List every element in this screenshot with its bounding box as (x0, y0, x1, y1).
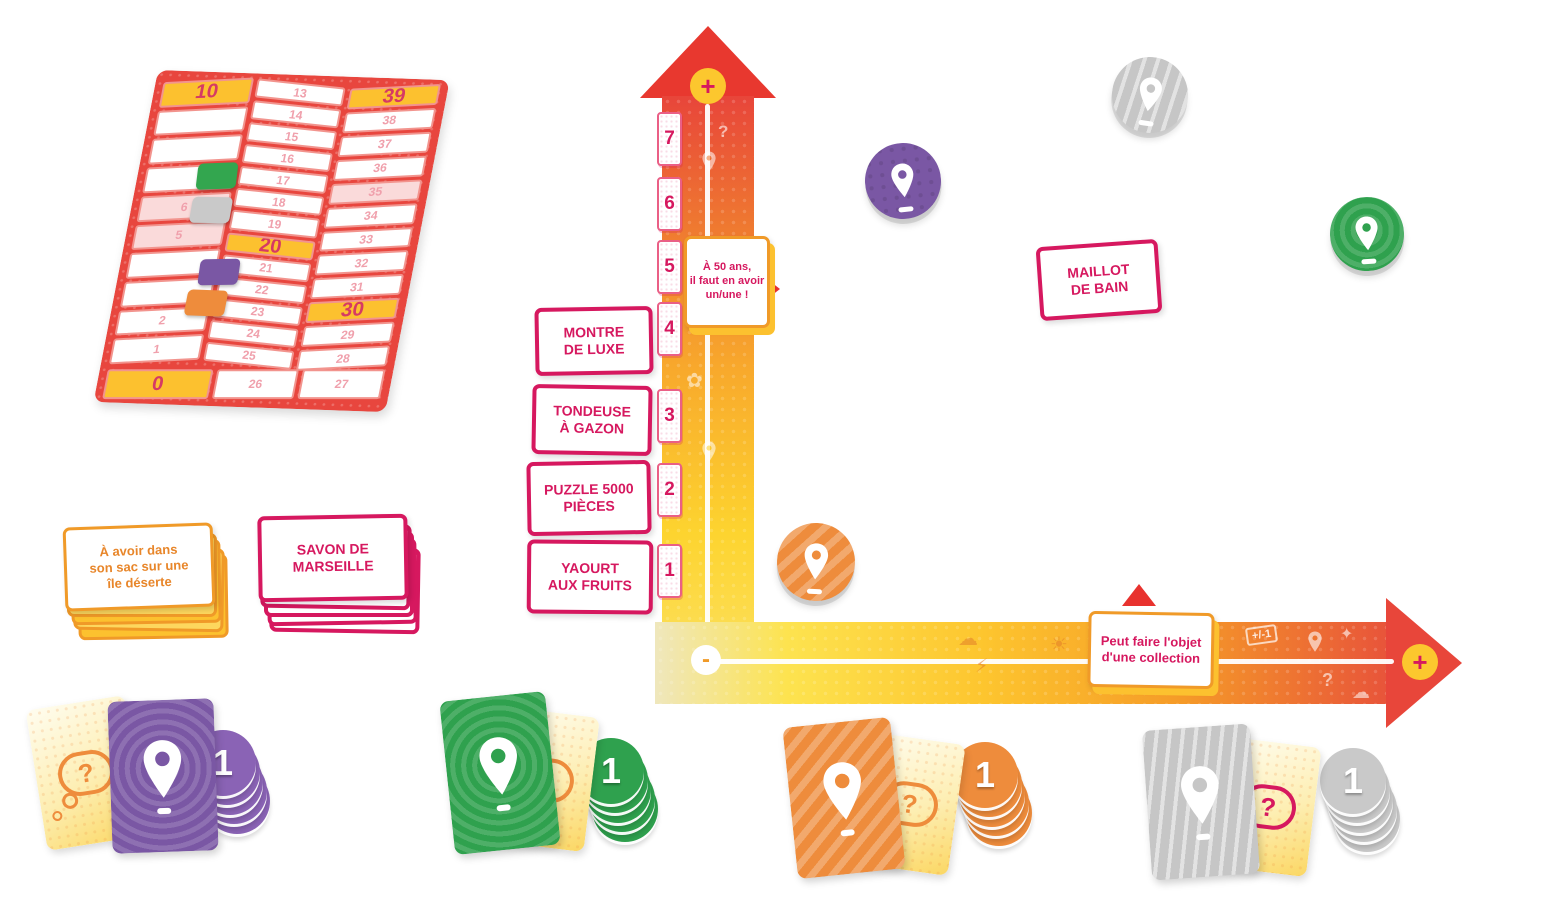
value-level-1: 1 (657, 544, 682, 598)
player-tile-gray[interactable] (188, 196, 234, 224)
score-cell: 38 (341, 107, 437, 134)
flower-doodle-icon: ✿ (686, 370, 703, 392)
pin-doodle-icon (702, 151, 716, 172)
score-cell (153, 105, 249, 137)
pin-dash (1196, 833, 1211, 841)
score-board-columns: 10 6 5 2 1 13 14 15 16 17 18 19 20 21 (108, 77, 442, 371)
item-card-maillot-de-bain[interactable]: MAILLOT DE BAIN (1035, 238, 1163, 322)
score-cell: 10 (158, 77, 255, 108)
score-cell: 39 (346, 83, 442, 110)
score-cell: 37 (336, 131, 432, 157)
question-mark: ? (1258, 790, 1278, 823)
location-pin-icon (804, 543, 829, 580)
pin-card-orange[interactable] (782, 716, 906, 880)
token-dash (806, 588, 823, 595)
cloud-doodle-icon: ☁ (958, 628, 978, 650)
score-board-bottom-row: 0 26 27 (102, 369, 386, 400)
pin-dash (157, 807, 172, 815)
score-cell: 36 (332, 155, 428, 181)
location-pin-icon (479, 737, 517, 795)
pin-dash (496, 804, 511, 812)
thought-bubble-icon: ? (54, 746, 118, 800)
score-cell: 5 (131, 220, 227, 251)
marker-triangle-horizontal[interactable] (1122, 584, 1156, 606)
token-dash (1138, 119, 1154, 127)
location-pin-icon (1140, 77, 1162, 112)
pawn-token-orange[interactable] (775, 521, 857, 603)
question-mark: ? (75, 756, 97, 789)
criteria-card-a-50-ans[interactable]: À 50 ans, il faut en avoir un/une ! (684, 236, 770, 328)
pawn-token-green[interactable] (1327, 194, 1407, 274)
item-card-puzzle-5000-pieces[interactable]: PUZZLE 5000 PIÈCES (526, 459, 652, 537)
pin-card-purple[interactable] (107, 698, 219, 854)
score-cell: 27 (297, 369, 386, 400)
pin-card-gray[interactable] (1141, 723, 1261, 881)
chip-value: 1 (974, 754, 996, 795)
player-tile-orange[interactable] (183, 289, 229, 317)
value-level-2: 2 (657, 463, 682, 517)
chip-value: 1 (212, 742, 234, 783)
score-cell: 35 (327, 179, 423, 205)
score-cell: 34 (323, 202, 418, 229)
chip-value: 1 (600, 750, 622, 791)
value-level-4: 4 (657, 302, 682, 356)
location-pin-icon (1181, 766, 1219, 824)
token-dash (898, 206, 914, 213)
pin-doodle-icon (702, 441, 716, 462)
question-mark: ? (899, 787, 920, 820)
pawn-token-purple[interactable] (861, 139, 945, 223)
chip-stack-orange[interactable]: 1 (952, 742, 1038, 852)
criteria-card-collection[interactable]: Peut faire l'objet d'une collection (1087, 610, 1215, 690)
score-cell: 0 (102, 369, 214, 400)
criteria-card-ile-deserte[interactable]: À avoir dans son sac sur une île déserte (62, 522, 216, 612)
value-axis-line (705, 104, 710, 664)
score-cell: 29 (299, 321, 395, 348)
value-level-7: 7 (657, 112, 682, 166)
criteria-card-stack[interactable]: À avoir dans son sac sur une île déserte (62, 522, 240, 653)
location-pin-icon (823, 762, 861, 820)
cloud-doodle-icon: ☁ (1352, 682, 1370, 702)
player-tile-purple[interactable] (197, 258, 241, 286)
location-pin-icon (891, 163, 914, 198)
plus-sign-right: + (1402, 644, 1438, 680)
pawn-token-gray[interactable] (1107, 52, 1193, 138)
minus-sign: - (691, 645, 721, 675)
score-board[interactable]: 10 6 5 2 1 13 14 15 16 17 18 19 20 21 (93, 70, 450, 413)
score-cell: 26 (211, 369, 300, 400)
token-dash (1361, 258, 1377, 265)
score-cell: 32 (313, 250, 409, 276)
bolt-doodle-icon: ⚡ (975, 656, 989, 677)
score-cell: 31 (309, 274, 405, 300)
player-tile-green[interactable] (195, 162, 239, 190)
chip-gray-top[interactable]: 1 (1320, 748, 1386, 814)
score-cell: 30 (304, 297, 400, 324)
pin-dash (840, 829, 855, 837)
item-card-savon-de-marseille[interactable]: SAVON DE MARSEILLE (257, 513, 409, 603)
score-cell: 1 (108, 334, 205, 365)
pin-doodle-icon (1308, 631, 1322, 652)
plus-sign-top: + (690, 68, 726, 104)
value-level-3: 3 (657, 389, 682, 443)
location-pin-icon (143, 740, 182, 798)
score-cell: 28 (295, 345, 391, 371)
score-cell: 33 (318, 226, 414, 253)
score-cell (147, 134, 244, 165)
item-card-tondeuse-a-gazon[interactable]: TONDEUSE À GAZON (531, 383, 653, 457)
chip-value: 1 (1342, 760, 1364, 801)
value-level-5: 5 (657, 240, 682, 294)
value-level-6: 6 (657, 177, 682, 231)
item-card-stack[interactable]: SAVON DE MARSEILLE (257, 513, 434, 647)
item-card-yaourt-aux-fruits[interactable]: YAOURT AUX FRUITS (526, 539, 654, 615)
question-doodle-icon: ? (1322, 670, 1333, 690)
item-card-montre-de-luxe[interactable]: MONTRE DE LUXE (534, 305, 654, 377)
spark-doodle-icon: ✦ (1340, 626, 1354, 643)
chip-stack-gray[interactable]: 1 (1320, 748, 1406, 858)
pin-card-green[interactable] (439, 690, 561, 856)
price-axis-line (712, 659, 1394, 664)
question-doodle-icon: ? (718, 122, 729, 141)
location-pin-icon (1355, 216, 1378, 251)
sun-doodle-icon: ☀ (1050, 634, 1068, 656)
